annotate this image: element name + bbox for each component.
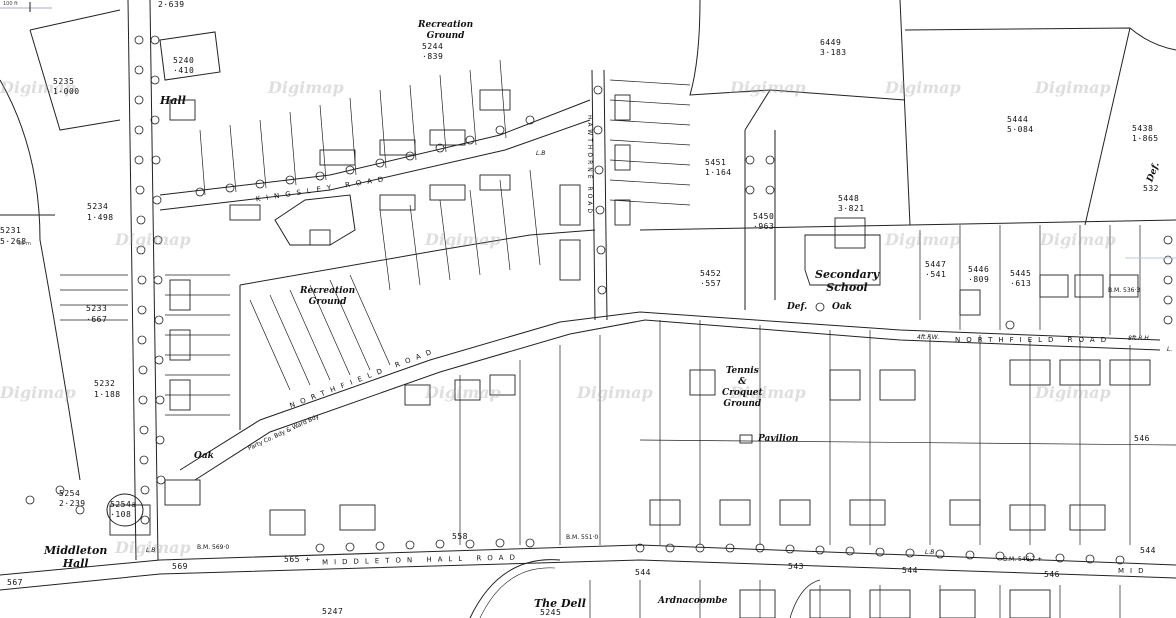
label-def-east: Def. [787,302,808,312]
parcel-label: 5450·963 [753,212,775,231]
place-secondary-school: Secondary School [815,268,879,294]
spot-height: 565 + [284,555,311,564]
digimap-watermark: Digimap [1040,230,1116,249]
digimap-watermark: Digimap [1035,78,1111,97]
digimap-watermark: Digimap [0,78,76,97]
digimap-watermark: Digimap [730,383,806,402]
digimap-watermark: Digimap [885,230,961,249]
place-ardnacoombe: Ardnacoombe [658,596,728,606]
place-hall: Hall [160,94,186,107]
spot-height: 558 [452,532,468,541]
digimap-watermark: Digimap [885,78,961,97]
label-lb: L.B [536,150,546,157]
label-oak-west: Oak [194,451,214,461]
digimap-watermark: Digimap [730,78,806,97]
parcel-label: 5445·613 [1010,269,1032,288]
road-label-northfield-east: NORTHFIELD ROAD [955,336,1113,344]
parcel-label: 5233·667 [86,304,108,324]
parcel-label: 5245 [540,608,562,617]
label-lb: L.B [925,549,935,556]
digimap-watermark: Digimap [1035,383,1111,402]
spot-height: 567 [7,578,23,587]
digimap-watermark: Digimap [425,230,501,249]
benchmark-label: B.M. 546·7 + [1003,556,1043,563]
benchmark-label: B.M. 551·0 [566,534,599,541]
label-footway-note: 4ft.F.W. [917,334,940,341]
digimap-watermark: Digimap [268,78,344,97]
place-recreation-ground-south: Recreation Ground [300,286,356,307]
place-recreation-ground-north: Recreation Ground [418,20,474,41]
label-lb: L. [1167,346,1173,353]
place-tennis-croquet-ground: Tennis & Croquet Ground [722,366,763,409]
spot-height: 532 [1143,184,1159,193]
place-the-dell: The Dell [534,597,586,610]
digimap-watermark: Digimap [115,538,191,557]
scale-bar-label: 100 ft [3,1,18,7]
benchmark-label: B.M. 536·3 [1108,287,1141,294]
parcel-label: 5247 [322,607,344,616]
label-road-note: 8ft.R.H. [1128,335,1151,342]
spot-height: 544 [902,566,918,575]
parcel-label: 5452·557 [700,269,722,288]
digimap-watermark: Digimap [425,383,501,402]
label-lb: L.B [146,547,156,554]
road-label-hawthorne: HAWTHORNE ROAD [586,115,593,216]
spot-height: 546 [1134,434,1150,443]
spot-height: 544 [635,568,651,577]
parcel-label: 5240·410 [173,56,195,75]
digimap-watermark: Digimap [0,383,76,402]
parcel-label: 2·639 [158,0,185,9]
scale-bar-label-metres: 50 m [18,241,31,247]
label-oak-east: Oak [832,302,852,312]
spot-height: 546 [1044,570,1060,579]
digimap-watermark: Digimap [115,230,191,249]
digimap-watermark: Digimap [577,383,653,402]
parcel-label: 5254a·108 [110,500,137,519]
spot-height: 543 [788,562,804,571]
parcel-label: 5446·809 [968,265,990,284]
benchmark-label: B.M. 569·0 [197,544,230,551]
parcel-label: 5244·839 [422,42,444,61]
spot-height: 569 [172,562,188,571]
place-pavilion: Pavilion [758,434,799,444]
place-middleton-hall: Middleton Hall [44,544,108,570]
parcel-label: 5447·541 [925,260,947,279]
spot-height: 544 [1140,546,1156,555]
road-label-mid: MID [1118,567,1150,575]
